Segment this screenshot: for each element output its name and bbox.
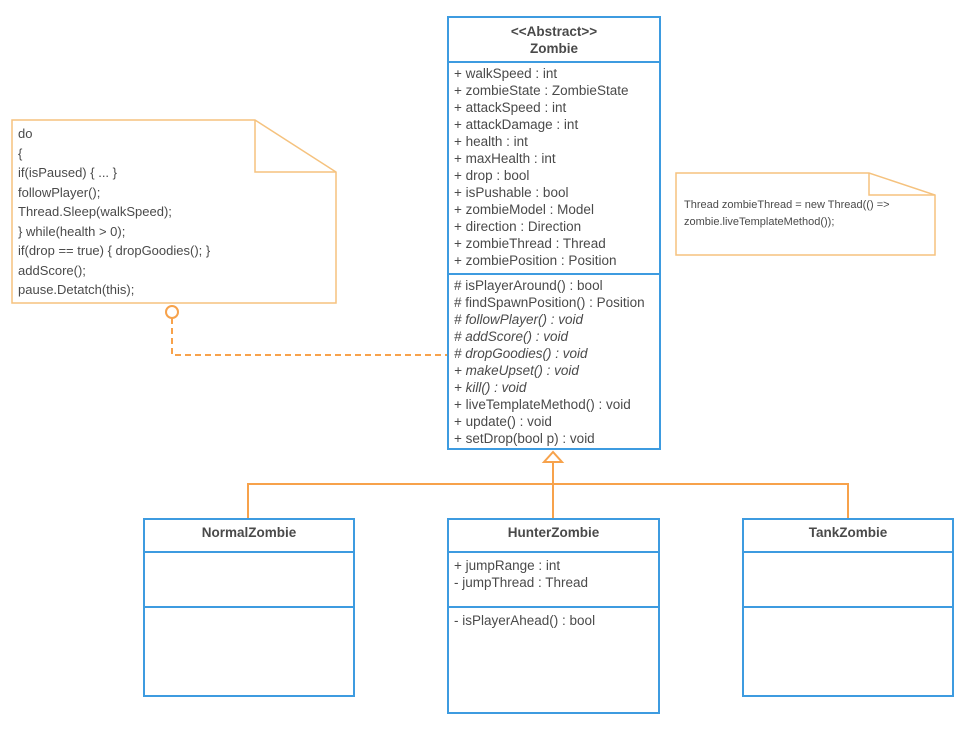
methods-section	[744, 606, 952, 612]
attribute: + drop : bool	[454, 168, 530, 183]
attribute: + zombiePosition : Position	[454, 253, 617, 268]
note-line: addScore();	[18, 262, 86, 278]
generalization-arrowhead	[541, 450, 565, 463]
note-line: } while(health > 0);	[18, 223, 126, 239]
method: + update() : void	[454, 414, 552, 429]
note-line: do	[18, 126, 33, 141]
attribute: + health : int	[454, 134, 528, 149]
method: # addScore() : void	[454, 329, 569, 344]
note-line: Thread zombieThread = new Thread(() =>	[684, 199, 890, 211]
methods-section: - isPlayerAhead() : bool	[449, 606, 658, 631]
attribute: + attackSpeed : int	[454, 100, 567, 115]
note-link-dashed	[171, 318, 447, 356]
attribute: + isPushable : bool	[454, 185, 569, 200]
class-name: HunterZombie	[449, 520, 658, 553]
attribute: + maxHealth : int	[454, 151, 556, 166]
note-thread: Thread zombieThread = new Thread(() => zo…	[684, 197, 890, 231]
class-name: Zombie	[529, 41, 578, 56]
attributes-section: + jumpRange : int - jumpThread : Thread	[449, 553, 658, 606]
attribute: + attackDamage : int	[454, 117, 579, 132]
class-hunter-zombie[interactable]: HunterZombie + jumpRange : int - jumpThre…	[447, 518, 660, 714]
note-line: if(isPaused) { ... }	[18, 165, 117, 180]
attribute: + walkSpeed : int	[454, 66, 558, 81]
note-line: {	[18, 145, 23, 161]
stereotype: <<Abstract>>	[510, 24, 598, 39]
generalization-lines	[247, 462, 849, 518]
note-template-fold	[254, 120, 336, 173]
attribute: + zombieState : ZombieState	[454, 83, 629, 98]
attribute: + zombieThread : Thread	[454, 236, 606, 251]
note-line: if(drop == true) { dropGoodies(); }	[18, 243, 211, 258]
methods-section: # isPlayerAround() : bool # findSpawnPosi…	[449, 273, 659, 449]
method: - isPlayerAhead() : bool	[454, 613, 596, 628]
class-tank-zombie[interactable]: TankZombie	[742, 518, 954, 697]
class-name: NormalZombie	[145, 520, 353, 553]
attribute: + jumpRange : int	[454, 558, 561, 573]
note-thread-shape	[675, 172, 936, 256]
attribute: + direction : Direction	[454, 219, 582, 234]
attributes-section	[145, 553, 353, 606]
attributes-section	[744, 553, 952, 606]
note-anchor-circle	[165, 305, 179, 319]
note-line: followPlayer();	[18, 184, 101, 200]
method: # isPlayerAround() : bool	[454, 278, 603, 293]
method: # followPlayer() : void	[454, 312, 584, 327]
note-line: zombie.liveTemplateMethod());	[684, 216, 835, 228]
method: + setDrop(bool p) : void	[454, 431, 595, 446]
note-line: Thread.Sleep(walkSpeed);	[18, 204, 172, 219]
note-thread-fold	[868, 173, 935, 196]
attribute: + zombieModel : Model	[454, 202, 594, 217]
class-zombie[interactable]: <<Abstract>> Zombie + walkSpeed : int + z…	[447, 16, 661, 450]
attribute: - jumpThread : Thread	[454, 575, 589, 590]
attributes-section: + walkSpeed : int + zombieState : ZombieS…	[449, 63, 659, 273]
method: # dropGoodies() : void	[454, 346, 588, 361]
class-header: <<Abstract>> Zombie	[449, 18, 659, 63]
method: # findSpawnPosition() : Position	[454, 295, 645, 310]
method: + kill() : void	[454, 380, 527, 395]
method: + liveTemplateMethod() : void	[454, 397, 631, 412]
class-name: TankZombie	[744, 520, 952, 553]
note-line: pause.Detatch(this);	[18, 282, 135, 297]
class-normal-zombie[interactable]: NormalZombie	[143, 518, 355, 697]
note-template-method: do { if(isPaused) { ... } followPlayer(); Th…	[18, 124, 210, 300]
methods-section	[145, 606, 353, 612]
method: + makeUpset() : void	[454, 363, 579, 378]
